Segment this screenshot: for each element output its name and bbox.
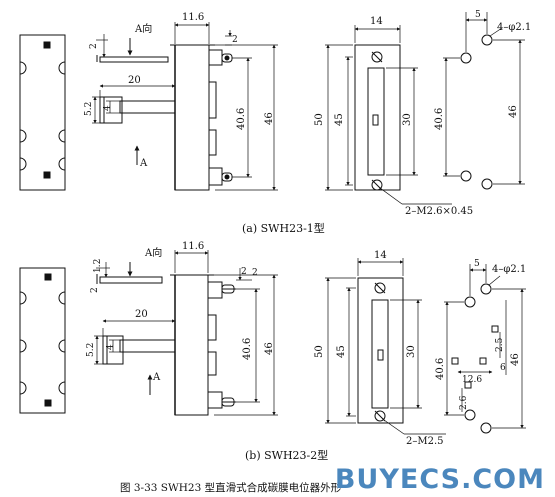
b-hole-dimensions xyxy=(444,264,526,429)
b-dim-width: 11.6 xyxy=(182,241,204,252)
b-hole-pattern xyxy=(451,283,499,434)
b-dim-46: 46 xyxy=(264,342,275,355)
variant-a-drawings xyxy=(19,12,525,205)
b-dim-right-2: 2 xyxy=(252,268,258,278)
a-plate-dimensions xyxy=(325,25,452,205)
a-side-view xyxy=(96,44,233,191)
b-plate-dimensions xyxy=(325,258,446,435)
b-holes-5: 5 xyxy=(474,259,480,269)
a-view-a-label: A向 xyxy=(134,22,152,35)
a-holes-label: 4–φ2.1 xyxy=(497,22,531,33)
b-holes-126: 12.6 xyxy=(462,375,482,385)
dimension-labels: A向 A 11.6 2 2 20 5.2 4 40.6 46 14 50 45 … xyxy=(84,10,531,447)
b-plate-width: 14 xyxy=(374,250,387,261)
watermark-logo: BUYECS.COM xyxy=(334,464,545,495)
a-holes-406: 40.6 xyxy=(434,108,445,130)
a-dim-width: 11.6 xyxy=(182,12,204,23)
b-plate-30: 30 xyxy=(406,345,417,358)
a-plate-45: 45 xyxy=(334,113,345,126)
b-side-dimensions xyxy=(94,250,278,416)
b-dim-top-2: 2 xyxy=(241,267,247,277)
a-arrow-a-label: A xyxy=(139,158,148,169)
a-side-dimensions xyxy=(92,22,278,191)
a-dim-406: 40.6 xyxy=(236,108,247,130)
b-front-plate xyxy=(357,277,404,424)
b-dim-side-12: 1.2 xyxy=(93,259,103,273)
a-dim-46: 46 xyxy=(264,112,275,125)
b-view-a-label: A向 xyxy=(144,246,162,259)
b-holes-26: 2.6 xyxy=(459,395,469,410)
a-holes-5: 5 xyxy=(475,10,481,20)
a-hole-pattern xyxy=(460,34,493,190)
b-plate-50: 50 xyxy=(314,345,325,358)
a-dim-shaft-len: 20 xyxy=(128,75,141,86)
b-holes-46: 46 xyxy=(510,353,521,366)
b-dim-406: 40.6 xyxy=(242,338,253,360)
b-holes-6: 6 xyxy=(500,363,506,373)
a-holes-46: 46 xyxy=(508,105,519,118)
a-screw-label: 2–M2.6×0.45 xyxy=(405,206,473,217)
figure-caption: 图 3-33 SWH23 型直滑式合成碳膜电位器外形 xyxy=(120,482,342,494)
b-end-view xyxy=(19,267,66,414)
a-plate-50: 50 xyxy=(314,113,325,126)
a-plate-30: 30 xyxy=(402,113,413,126)
b-screw-label: 2–M2.5 xyxy=(406,436,444,447)
a-dim-top-2: 2 xyxy=(232,35,238,45)
caption-variant-a: (a) SWH23-1型 xyxy=(242,222,325,235)
a-end-view xyxy=(19,34,66,191)
b-holes-25: 2.5 xyxy=(495,337,505,352)
a-plate-width: 14 xyxy=(370,16,383,27)
b-side-view xyxy=(96,274,236,416)
a-dim-knob-52: 5.2 xyxy=(84,102,94,116)
b-plate-45: 45 xyxy=(336,345,347,358)
b-holes-label: 4–φ2.1 xyxy=(492,264,526,275)
caption-variant-b: (b) SWH23-2型 xyxy=(245,449,329,462)
b-arrow-a-label: A xyxy=(152,372,161,383)
b-dim-side-2: 2 xyxy=(90,287,100,293)
a-front-plate xyxy=(354,44,401,191)
b-dim-knob-4: 4 xyxy=(106,344,116,350)
b-dim-knob-52: 5.2 xyxy=(86,343,96,357)
b-dim-shaft-len: 20 xyxy=(135,309,148,320)
b-holes-406: 40.6 xyxy=(435,358,446,380)
variant-b-drawings xyxy=(19,250,526,435)
a-hole-dimensions xyxy=(443,12,525,185)
a-dim-side-2: 2 xyxy=(89,43,99,49)
a-dim-knob-4: 4 xyxy=(103,105,113,111)
